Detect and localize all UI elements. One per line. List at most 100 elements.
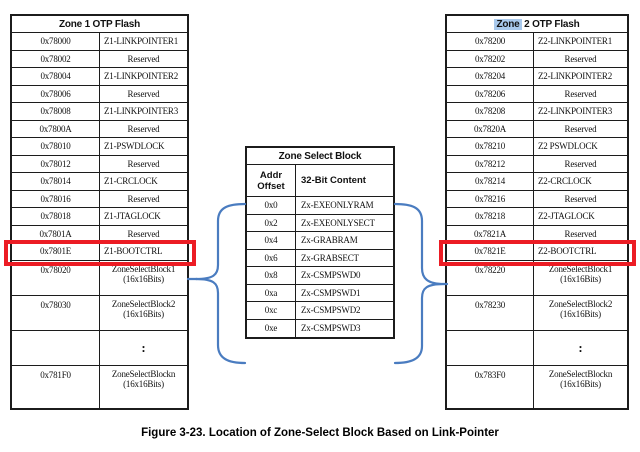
content-cell: Reserved: [127, 53, 160, 64]
address-cell: 0x78220: [447, 260, 534, 295]
content-cell: Z1-BOOTCTRL: [104, 246, 163, 257]
address-cell: 0x78004: [12, 68, 100, 85]
content-cell: ZoneSelectBlock1(16x16Bits): [548, 263, 613, 284]
content-cell: Reserved: [127, 158, 160, 169]
content-cell: ZoneSelectBlock1(16x16Bits): [111, 263, 176, 284]
address-cell: [12, 330, 100, 365]
table-row: 0x78018 Z1-JTAGLOCK: [12, 208, 187, 226]
address-cell: 0x78206: [447, 85, 534, 102]
content-cell: Reserved: [127, 228, 160, 239]
address-cell: 0x78230: [447, 295, 534, 330]
content-cell: Zx-CSMPSWD3: [301, 323, 361, 334]
content-cell: Z1-JTAGLOCK: [104, 211, 161, 222]
table-row: 0x78218 Z2-JTAGLOCK: [447, 208, 627, 226]
zone2-table-title: Zone 2 OTP Flash: [447, 16, 627, 33]
content-cell: ZoneSelectBlockn(16x16Bits): [111, 368, 176, 389]
content-cell: Z1-LINKPOINTER1: [104, 36, 178, 47]
content-cell: Reserved: [564, 228, 597, 239]
content-cell: Z1-CRCLOCK: [104, 176, 158, 187]
content-cell: Zx-CSMPSWD1: [301, 287, 361, 298]
table-row: 0x78012 Reserved: [12, 155, 187, 173]
content-cell: Z2-BOOTCTRL: [538, 246, 597, 257]
addr-offset-column-header: Addr Offset: [247, 165, 296, 196]
table-row: 0x78004 Z1-LINKPOINTER2: [12, 68, 187, 86]
address-cell: 0x6: [247, 249, 296, 266]
zone2-title-rest-text: 2 OTP Flash: [521, 18, 580, 30]
table-row: :: [447, 330, 627, 366]
table-row: 0x4 Zx-GRABRAM: [247, 232, 393, 250]
content-cell: Reserved: [564, 193, 597, 204]
zone-select-table-title: Zone Select Block: [247, 148, 393, 165]
zone-select-block-table: Zone Select Block Addr Offset 32-Bit Con…: [245, 146, 395, 339]
table-row: 0x78200 Z2-LINKPOINTER1: [447, 33, 627, 51]
address-cell: 0xc: [247, 302, 296, 319]
content-cell: Z2-LINKPOINTER1: [538, 36, 612, 47]
content-cell: Z1-PSWDLOCK: [104, 141, 165, 152]
content-cell: Zx-EXEONLYSECT: [301, 217, 375, 228]
address-cell: 0x2: [247, 214, 296, 231]
address-cell: 0x78208: [447, 103, 534, 120]
content-cell: Zx-EXEONLYRAM: [301, 200, 374, 211]
table-row: 0xa Zx-CSMPSWD1: [247, 284, 393, 302]
content-cell: Reserved: [564, 123, 597, 134]
address-cell: 0x78030: [12, 295, 100, 330]
content-cell: Zx-CSMPSWD2: [301, 305, 361, 316]
address-cell: 0x78012: [12, 155, 100, 172]
address-cell: 0x78202: [447, 50, 534, 67]
address-cell: 0x7801E: [12, 243, 100, 260]
right-curly-brace: [393, 202, 446, 365]
table-row: :: [12, 330, 187, 366]
table-row: 0x2 Zx-EXEONLYSECT: [247, 214, 393, 232]
address-cell: 0x8: [247, 267, 296, 284]
content-cell: Z2 PSWDLOCK: [538, 141, 598, 152]
address-cell: 0x0: [247, 197, 296, 214]
content-column-header: 32-Bit Content: [301, 175, 366, 186]
table-row: 0x7821A Reserved: [447, 225, 627, 243]
content-cell: Z1-LINKPOINTER2: [104, 71, 178, 82]
address-cell: 0x78218: [447, 208, 534, 225]
zone-select-table-body: 0x0 Zx-EXEONLYRAM 0x2 Zx-EXEONLYSECT 0x4 Zx-G…: [247, 197, 393, 337]
content-cell: Z2-LINKPOINTER2: [538, 71, 612, 82]
content-cell: Zx-CSMPSWD0: [301, 270, 361, 281]
address-cell: 0x78214: [447, 173, 534, 190]
zone2-title-highlighted-text: Zone: [494, 18, 522, 30]
table-row: 0x78030 ZoneSelectBlock2(16x16Bits): [12, 295, 187, 331]
address-cell: 0xa: [247, 284, 296, 301]
address-cell: 0x78018: [12, 208, 100, 225]
address-cell: 0x7821A: [447, 225, 534, 242]
content-cell: Z2-LINKPOINTER3: [538, 106, 612, 117]
address-cell: 0x78006: [12, 85, 100, 102]
address-cell: [447, 330, 534, 365]
table-row: 0xc Zx-CSMPSWD2: [247, 302, 393, 320]
table-row: 0x78208 Z2-LINKPOINTER3: [447, 103, 627, 121]
address-cell: 0x4: [247, 232, 296, 249]
address-cell: 0x78200: [447, 33, 534, 50]
content-cell: ZoneSelectBlock2(16x16Bits): [111, 298, 176, 319]
content-cell: Reserved: [127, 193, 160, 204]
content-cell: Reserved: [127, 88, 160, 99]
zone1-table-title: Zone 1 OTP Flash: [12, 16, 187, 33]
content-cell: ZoneSelectBlockn(16x16Bits): [548, 368, 613, 389]
content-cell: Z2-CRCLOCK: [538, 176, 592, 187]
content-cell: Reserved: [127, 123, 160, 134]
content-cell: Zx-GRABRAM: [301, 235, 358, 246]
content-cell: Z2-JTAGLOCK: [538, 211, 595, 222]
